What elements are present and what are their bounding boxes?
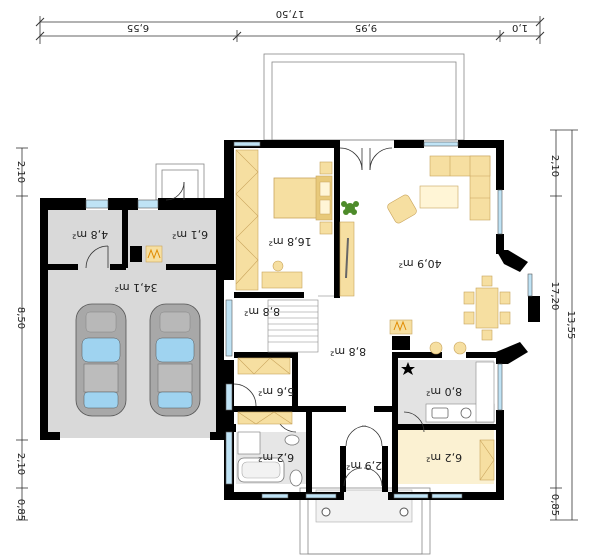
dining-set xyxy=(463,275,511,341)
label-room-4-8: 4,8 m² xyxy=(72,228,108,241)
utility-unit xyxy=(130,246,142,262)
pantry-shelf xyxy=(479,439,495,481)
porch-lamp-right xyxy=(399,507,409,517)
bar-stool-1 xyxy=(429,341,443,355)
wardrobe-bedroom xyxy=(235,149,259,291)
wardrobe-hall xyxy=(237,357,291,375)
dimension-ticks xyxy=(35,17,545,41)
car-left-icon xyxy=(75,303,127,417)
label-bathroom: 6,2 m² xyxy=(258,451,294,464)
sink-icon xyxy=(431,407,449,419)
car-right-icon xyxy=(149,303,201,417)
nightstand-top xyxy=(319,161,333,175)
doors xyxy=(85,147,425,487)
dim-top-middle: 9,95 xyxy=(355,22,377,33)
room-6-1-floor xyxy=(128,210,220,268)
dim-left-upper: 2,10 xyxy=(15,161,26,183)
dimension-lines xyxy=(16,16,578,521)
dim-right-bottom: 0,85 xyxy=(549,494,560,516)
shower-tray xyxy=(237,431,261,455)
plant-icon xyxy=(341,201,359,215)
label-living: 40,9 m² xyxy=(398,257,441,270)
label-hall: 8,8 m² xyxy=(330,345,366,358)
label-garage: 34,1 m² xyxy=(114,281,157,294)
bed xyxy=(273,175,333,221)
dim-left-lower: 2,10 xyxy=(15,453,26,475)
dim-right-middle: 17,20 xyxy=(549,282,560,311)
dim-right-upper: 2,10 xyxy=(549,155,560,177)
label-bedroom: 16,8 m² xyxy=(268,235,311,248)
bar-stool-2 xyxy=(453,341,467,355)
nightstand-bottom xyxy=(319,221,333,235)
porch-lamp-left xyxy=(321,507,331,517)
dim-left-middle: 8,50 xyxy=(15,307,26,329)
staircase xyxy=(267,295,334,353)
washbasin xyxy=(284,434,300,446)
armchair xyxy=(387,194,417,224)
label-pantry: 6,2 m² xyxy=(426,451,462,464)
windows xyxy=(85,141,533,499)
tv-cabinet xyxy=(339,221,355,297)
room-4-8-floor xyxy=(46,210,122,268)
entrance-canopy xyxy=(155,163,205,201)
dim-top-left: 6,55 xyxy=(127,22,149,33)
label-wardrobe: 5,6 m² xyxy=(258,385,294,398)
boiler-flame-icon xyxy=(147,248,161,260)
dim-top-total: 17,50 xyxy=(276,8,305,19)
label-room-6-1: 6,1 m² xyxy=(172,228,208,241)
dim-right-total: 13,55 xyxy=(565,311,576,340)
dim-left-bottom: 0,85 xyxy=(15,499,26,521)
dim-top-right: 1,0 xyxy=(512,22,528,33)
star-icon xyxy=(401,362,415,375)
desk-chair xyxy=(272,260,284,272)
terrace-top xyxy=(263,53,465,141)
hob-icon xyxy=(460,407,472,419)
corner-sofa xyxy=(429,155,491,221)
pantry-floor xyxy=(398,430,494,484)
label-kitchen: 8,0 m² xyxy=(426,385,462,398)
toilet xyxy=(289,469,303,487)
boiler xyxy=(145,245,163,263)
fireplace-icon xyxy=(389,319,413,350)
label-landing: 8,8 m² xyxy=(244,305,280,318)
desk xyxy=(261,271,303,289)
label-vestibule: 2,9 m² xyxy=(346,459,382,472)
wardrobe-lower xyxy=(237,411,293,425)
bathtub-inner xyxy=(241,461,281,479)
coffee-table xyxy=(419,185,459,209)
